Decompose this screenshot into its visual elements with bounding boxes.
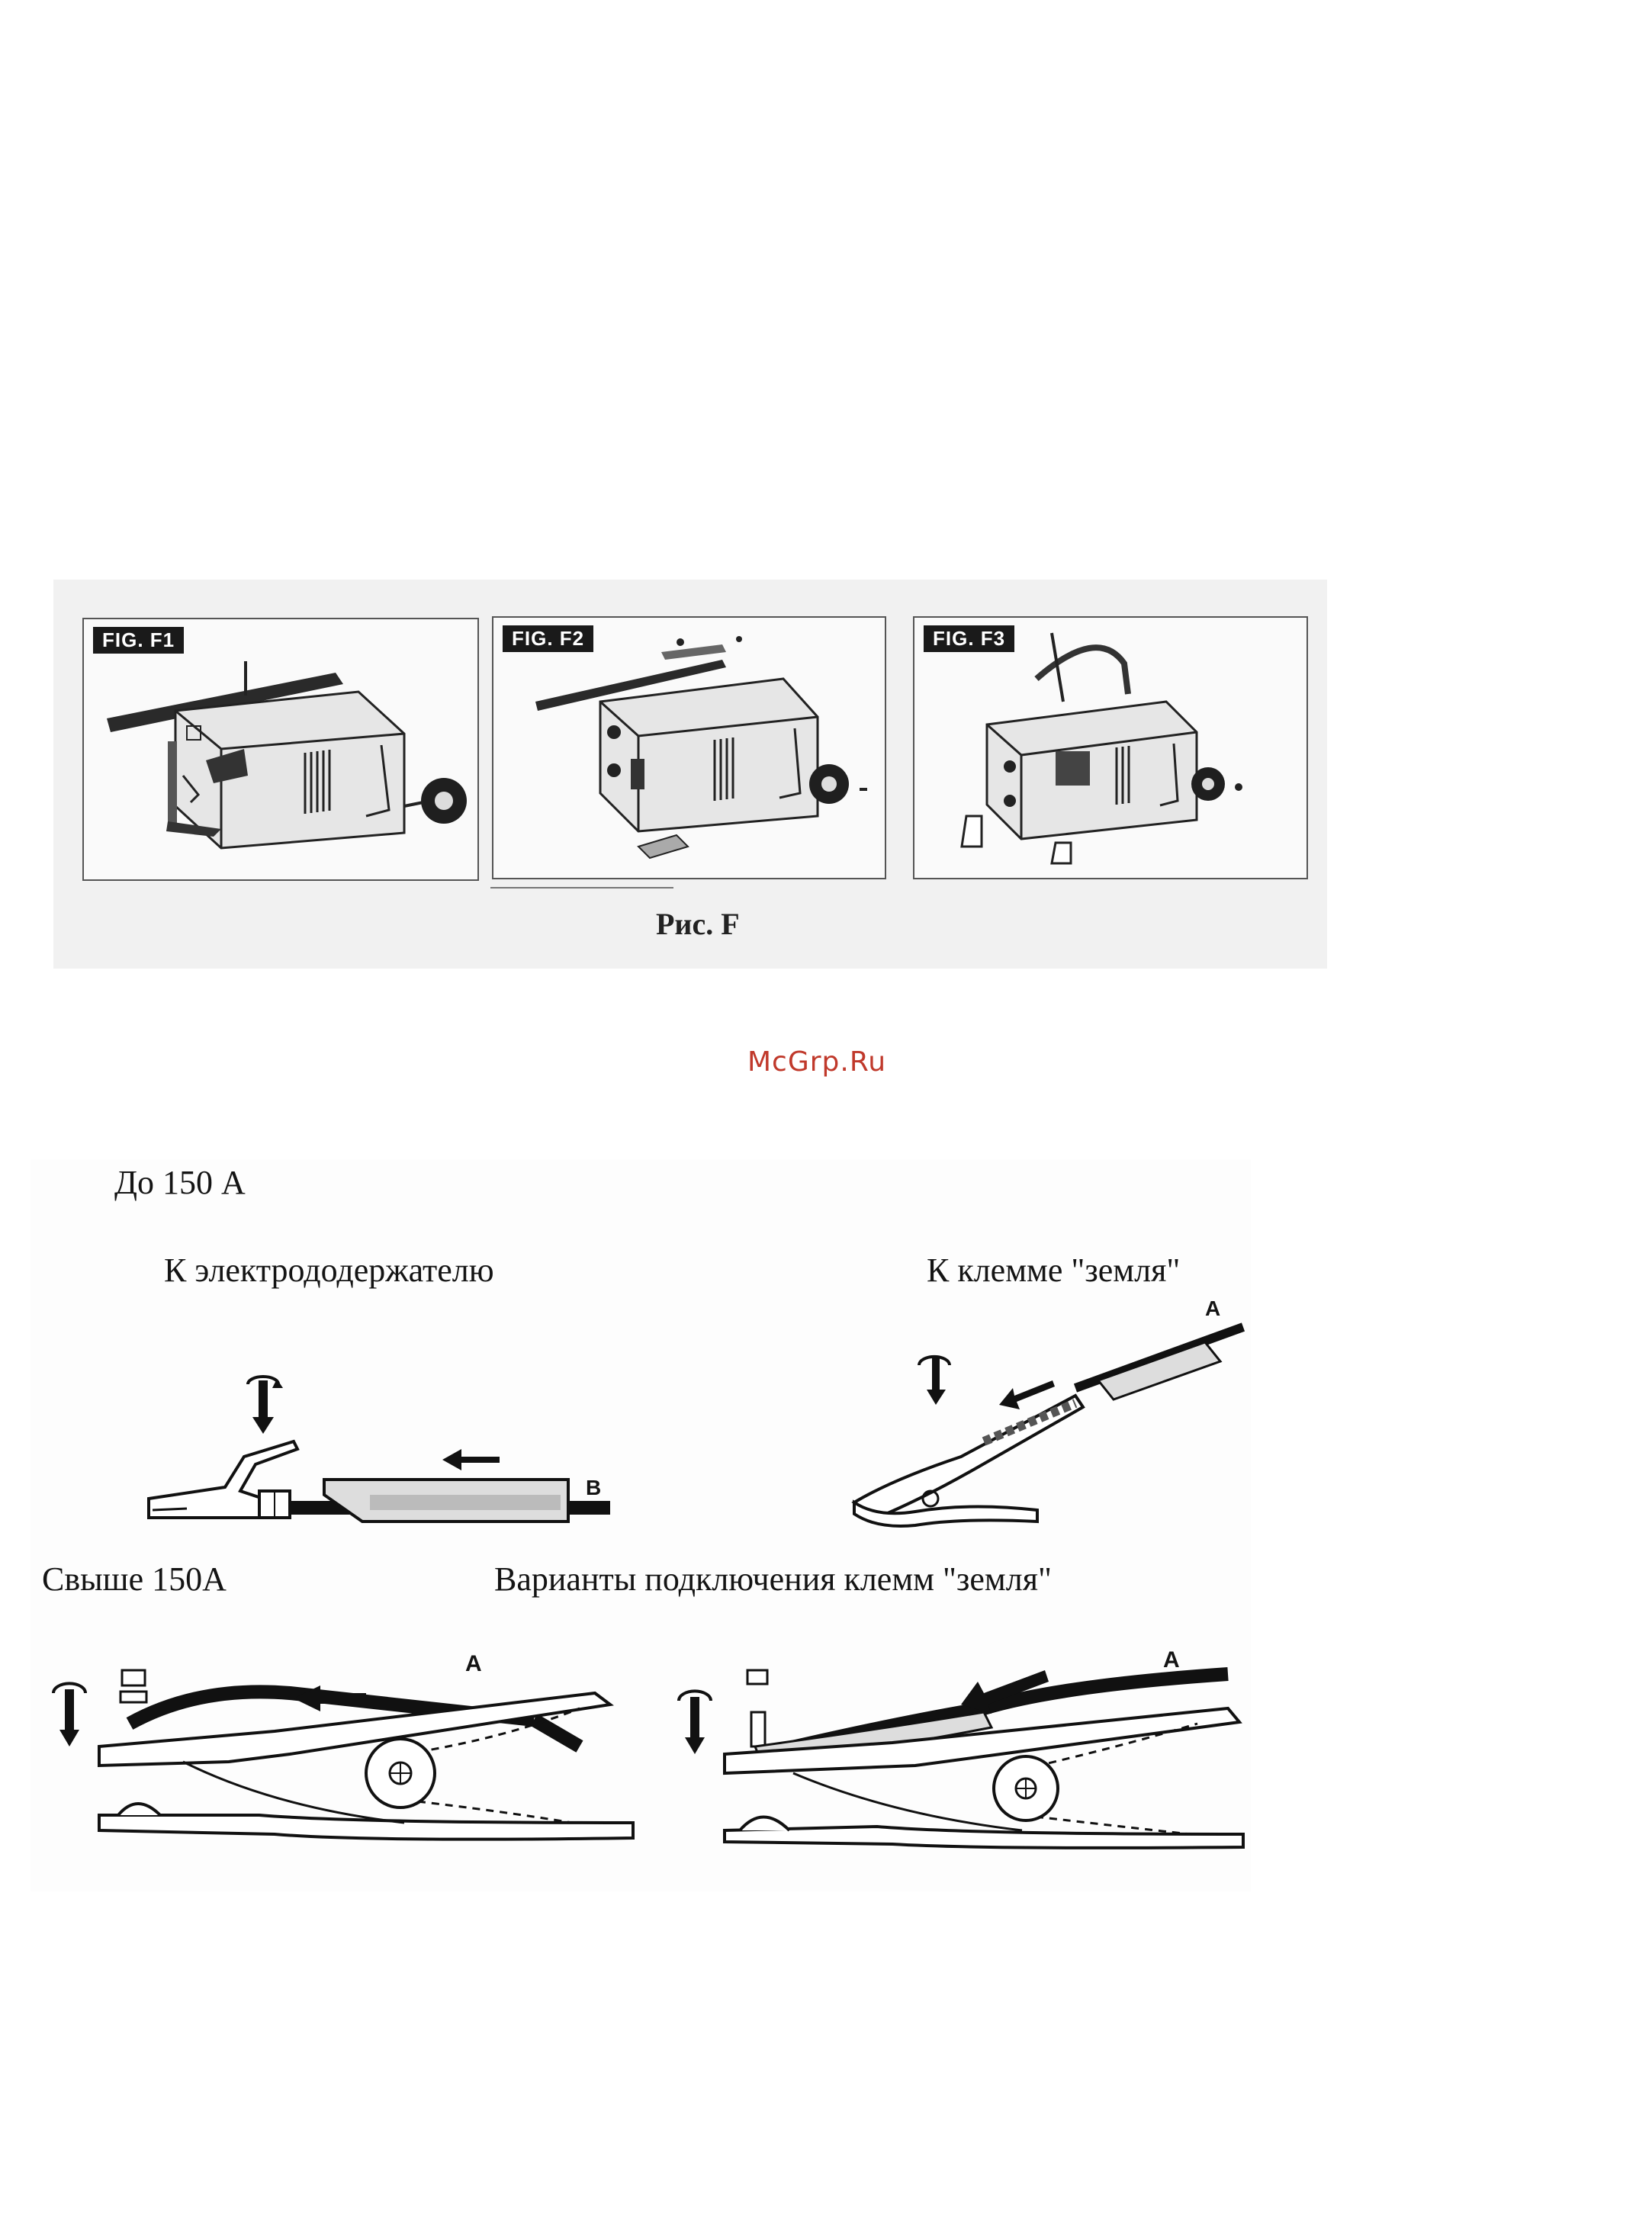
electrode-holder-label: К электрододержателю: [164, 1251, 494, 1290]
figure-f3-panel: FIG. F3: [913, 616, 1308, 879]
cable-a-marker-right: A: [1163, 1647, 1180, 1673]
caption-rule: [490, 887, 673, 888]
welder-assembly-f2-illustration: [493, 618, 885, 878]
electrode-holder-drawing: [141, 1365, 629, 1533]
large-ground-clamp-right-drawing: [664, 1640, 1258, 1869]
ground-clamp-small-drawing: [847, 1312, 1258, 1541]
figure-f-caption: Рис. F: [656, 906, 740, 942]
figure-f3-label: FIG. F3: [924, 625, 1014, 652]
welder-assembly-f3-illustration: [914, 618, 1306, 878]
ground-clamp-label: К клемме "земля": [927, 1251, 1180, 1290]
cable-a-marker-left: A: [465, 1651, 482, 1677]
large-ground-clamp-left-drawing: [46, 1647, 656, 1876]
welder-assembly-f1-illustration: [84, 619, 477, 879]
ground-variants-label: Варианты подключения клемм "земля": [494, 1560, 1052, 1599]
watermark: McGrp.Ru: [747, 1046, 886, 1078]
cable-b-marker: B: [586, 1476, 601, 1500]
figure-f1-panel: FIG. F1: [82, 618, 479, 881]
heading-up-to-150a: До 150 А: [114, 1163, 246, 1202]
figure-f2-panel: FIG. F2: [492, 616, 886, 879]
figure-f2-label: FIG. F2: [503, 625, 593, 652]
heading-above-150a: Свыше 150А: [42, 1560, 227, 1599]
figure-f1-label: FIG. F1: [93, 627, 184, 654]
cable-a-marker-small: A: [1205, 1297, 1220, 1321]
